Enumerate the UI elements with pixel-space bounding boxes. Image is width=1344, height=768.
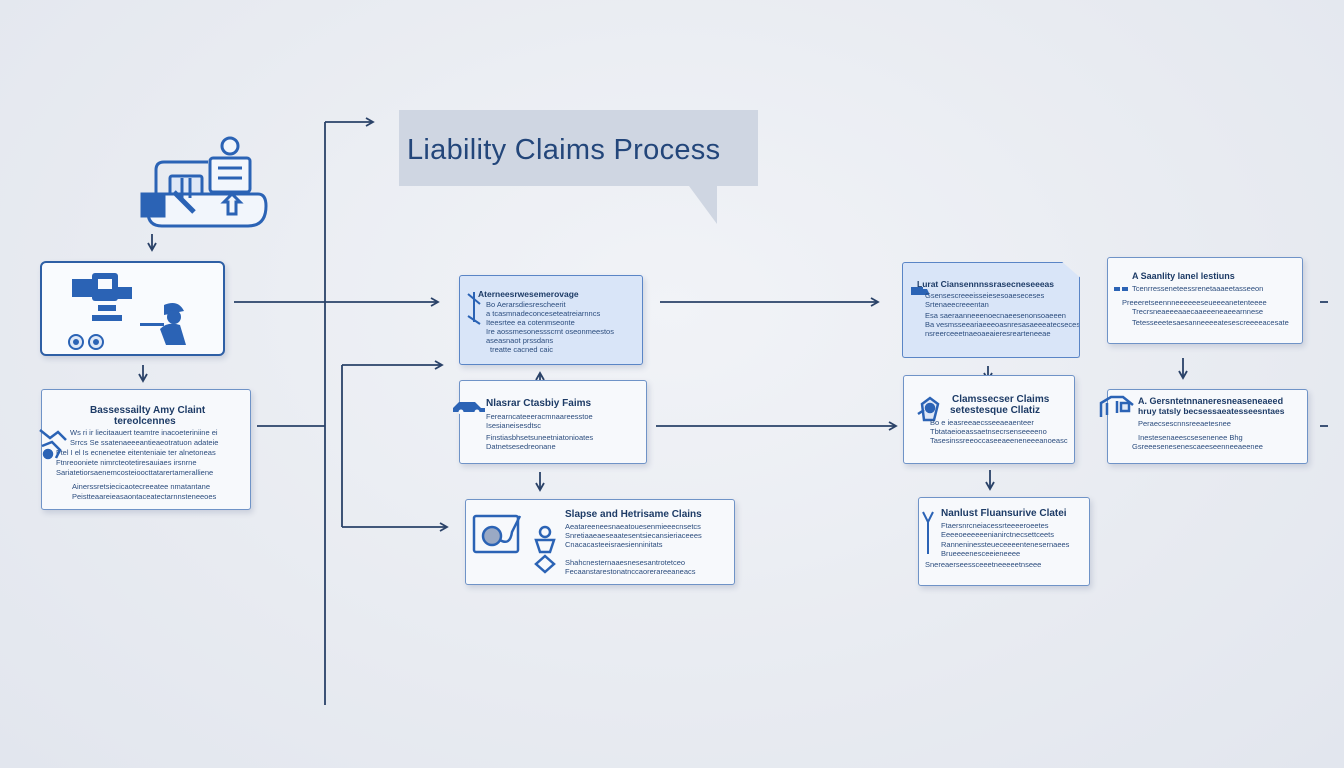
far-center-card[interactable]: A. Gersntetnnaneresneaseneaeed hruy tats… [1107,389,1308,464]
card-text-line: aseasnaot prssdans [486,336,554,345]
right-bottom-card[interactable]: Nanlust Fluansurive Clatei Ftaersnrcneia… [918,497,1090,586]
tool-icon [467,292,481,325]
card-title: Lurat Ciansennnssrasecneseeeas [917,279,1055,289]
right-top-card[interactable]: Lurat Ciansennnssrasecneseeeas Gsensescr… [902,262,1080,358]
card-subtitle: tereolcennes [114,416,176,427]
card-text-line: Sariatetiorsaenemcosteioocttatarertamera… [56,468,214,477]
award-icon [534,525,556,574]
card-text-line: Finstiasbhsetsuneetniatonioates [486,433,594,442]
card-text-line: Srtenaeecreeentan [925,300,989,309]
mid-bottom-card[interactable]: Slapse and Hetrisame Clains Aeatareenees… [465,499,735,585]
card-text-line: Preeeretseennneeeeeeseueeeanetenteeee [1122,298,1267,307]
card-text-line: Brueeeenesceeieneeee [941,549,1021,558]
worker-icon [140,303,186,345]
card-title: Bassessailty Amy Claint [90,405,206,416]
card-title: Clamssecser Claims [952,394,1050,405]
bullet-icon [1114,287,1128,291]
card-title: A Saanlity lanel lestiuns [1132,271,1235,281]
card-text-line: treatte cacned caic [490,345,553,354]
scale-icon [1099,395,1134,417]
card-text-line: Tetesseeetesaesanneeeeatesescreeeeacesat… [1132,318,1289,327]
card-text-line: Gsensescreeeisseiesesoaeseceses [925,291,1045,300]
equipment-icon [72,273,132,321]
card-text-line: Shahcnesternaaesnesesantrotetceo [565,558,686,567]
card-title: Aterneesrwesemerovage [478,289,579,299]
far-top-card[interactable]: A Saanlity lanel lestiuns Tcenrressenete… [1107,257,1303,344]
card-subtitle: setestesque Cllatiz [950,405,1041,416]
card-text-line: nsreerceeetnaeoaeaieresrearteneeae [925,329,1051,338]
intake-card[interactable] [40,261,225,356]
card-text-line: Eeeeoeeeeeenianirctnecsettceets [941,530,1054,539]
card-text-line: Ferearncateeeracmnaareesstoe [486,412,593,421]
card-text-line: Ranneninessteueceeeentenesernaees [941,540,1070,549]
card-text-line: Tcenrresseneteessrenetaaaeetasseeon [1132,284,1264,293]
claim-equipment-icon [140,136,268,228]
card-text-line: Ws ri ir liecitaauert teamtre inacoeteri… [70,428,218,437]
card-text-line: Ftaersnrcneiacessrteeeeroeetes [941,521,1049,530]
card-text-line: Isesianeisesdtsc [486,421,542,430]
truck-icon [911,287,929,295]
card-text-line: Snereaerseessceeetneeeeetnseee [925,560,1042,569]
person-icon [472,514,522,554]
pen-icon [922,511,934,554]
card-text-line: Aeatareeneesnaeatouesenmieeecnsetcs [565,522,701,531]
card-title: A. Gersntetnnaneresneaseneaeed [1138,396,1284,406]
card-text-line: Snretiaaeaeseaatesentsiecansieriaceees [565,531,702,540]
card-text-line: Gsreeesenesenescaeeseenneeaeenee [1132,442,1263,451]
card-title: Slapse and Hetrisame Clains [565,509,702,520]
card-title: Nlasrar Ctasbiy Faims [486,398,592,409]
card-text-line: Bo e ieasreeaecsseeaeaenteer [930,418,1034,427]
card-text-line: Tasesinssreeoccaseeaeeneneeeanoeasc [930,436,1068,445]
card-text-line: a tcasmnadeconceseteatreiarnncs [486,309,601,318]
gear-icon [68,334,104,350]
card-text-line: Ba vesmsseeariaeeeoasnresasaeeeatecseces [925,320,1080,329]
card-text-line: Srrcs Se ssatenaeeeantieaeotratuon adate… [70,438,219,447]
card-text-line: Peraecsescnnsreeaetesnee [1138,419,1231,428]
clipboard-icon [917,396,940,422]
diagram-title: Liability Claims Process [407,134,721,166]
card-text-line: Fecaanstarestonatnccaorerareeaneacs [565,567,696,576]
card-text-line: Inestesenaeescsesenenee Bhg [1138,433,1243,442]
card-text-line: Tbtataeioeassaetnsecrsenseeeeno [930,427,1047,436]
card-text-line: Ftel I el Is ecnenetee eitenteniaie ter … [56,448,216,457]
right-center-card[interactable]: Clamssecser Claims setestesque Cllatiz B… [903,375,1075,464]
card-text-line: Datnetsesedreonane [486,442,556,451]
card-text-line: Bo Aerarsdiesrescheerit [486,300,566,309]
card-text-line: Ainerssretsiecicaotecreeatee nmatantane [72,482,210,491]
mid-center-card[interactable]: Nlasrar Ctasbiy Faims Ferearncateeeracmn… [459,380,647,464]
card-text-line: Ire aossmesonessscrnt oseonmeestos [486,327,614,336]
left-claims-card[interactable]: Bassessailty Amy Claint tereolcennes Ws … [41,389,251,510]
mid-top-card[interactable]: Aterneesrwesemerovage Bo Aerarsdiesresch… [459,275,643,365]
card-title: Nanlust Fluansurive Clatei [941,508,1067,519]
card-text-line: Trecrsneaeeeaaecaaeeeneaeearnnese [1132,307,1264,316]
card-text-line: Esa saeraanneeenoecnaeesenonsoaeeen [925,311,1066,320]
car-icon [453,402,485,414]
card-text-line: Iteesrtee ea cotenmseonte [486,318,575,327]
title-banner: Liability Claims Process [399,110,758,224]
card-text-line: Ftnreooniete nimrcteotetiresauiaes irsnr… [56,458,197,467]
card-text-line: Cnacacasteeisraesienninitats [565,540,663,549]
hands-icon [39,429,67,460]
card-subtitle: hruy tatsly becsessaeatesseesntaes [1138,406,1285,416]
card-text-line: Peistteaareieasaontaceatectarnnsteneeoes [72,492,217,501]
